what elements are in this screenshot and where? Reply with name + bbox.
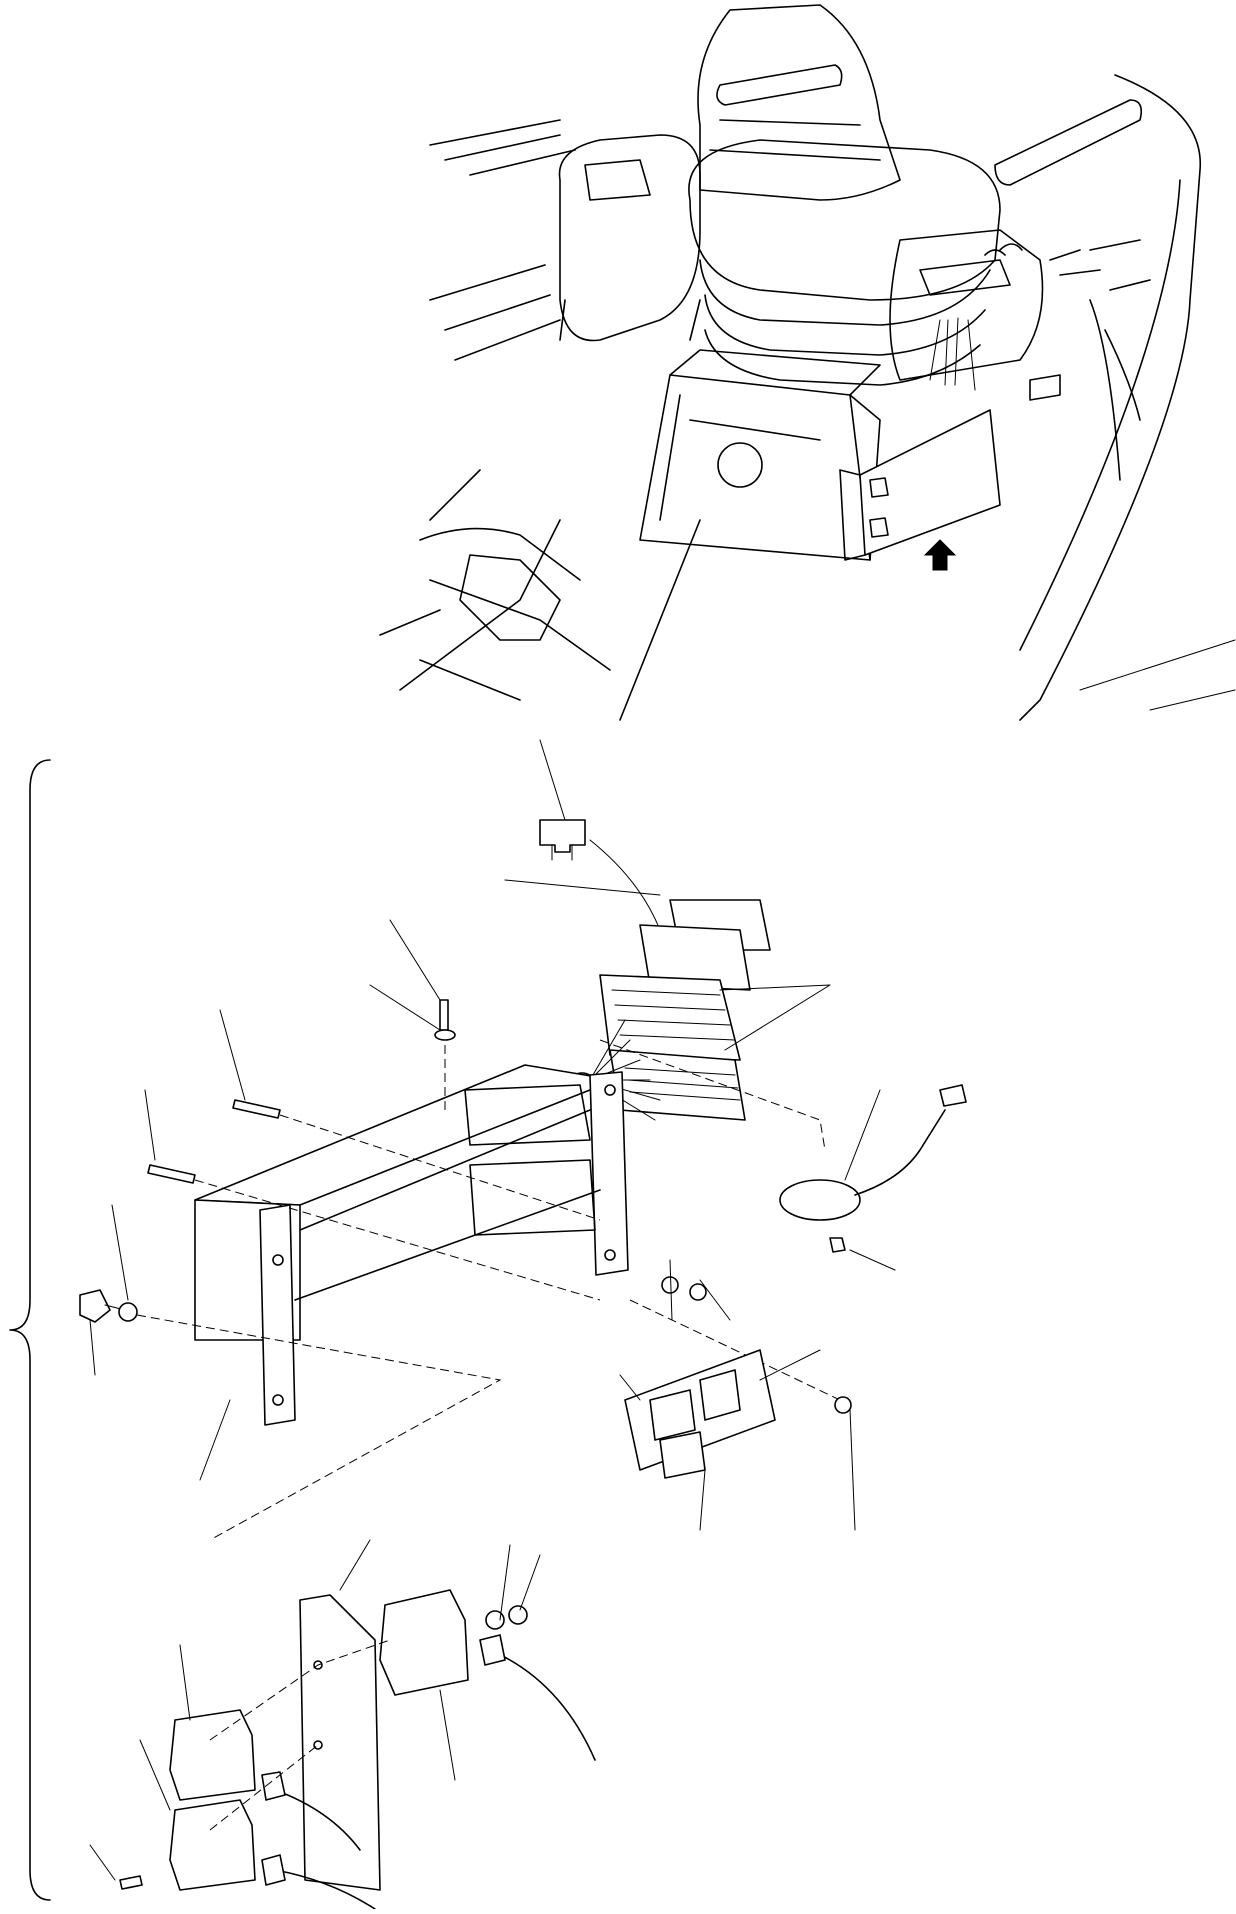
side-panel bbox=[889, 229, 1044, 381]
seat-cushion bbox=[688, 139, 1001, 301]
seat-back bbox=[697, 4, 901, 201]
fuse bbox=[539, 819, 586, 853]
washer-left bbox=[118, 1302, 138, 1322]
harness-lead-3 bbox=[274, 1869, 376, 1910]
hex-bolt bbox=[79, 1289, 111, 1323]
relay-block bbox=[624, 1276, 852, 1479]
controller-box-location bbox=[859, 409, 1001, 556]
screw-bottom bbox=[119, 1875, 143, 1890]
screw-middle bbox=[147, 1164, 196, 1184]
relay-unit-upper bbox=[379, 1589, 469, 1696]
seat-pedestal bbox=[639, 374, 871, 561]
lower-plate bbox=[299, 1594, 381, 1891]
group-brace bbox=[9, 759, 51, 1901]
screw-top bbox=[439, 999, 449, 1031]
controller-bracket-exploded-view bbox=[9, 739, 967, 1910]
harness-lead-1 bbox=[489, 1649, 596, 1761]
relay-unit-left-top bbox=[169, 1709, 256, 1801]
screw-upper bbox=[232, 1099, 281, 1119]
nut-1 bbox=[485, 1610, 505, 1630]
buzzer bbox=[779, 1084, 967, 1253]
fuse-wire bbox=[589, 839, 661, 931]
washer-top bbox=[434, 1029, 456, 1041]
callout-leaders bbox=[89, 739, 896, 1881]
relay-unit-left-bottom bbox=[169, 1799, 256, 1891]
cab-floor-outline bbox=[399, 119, 701, 721]
up-arrow-icon bbox=[923, 539, 957, 571]
armrest-left bbox=[716, 64, 843, 106]
left-console bbox=[558, 134, 701, 342]
nut-2 bbox=[508, 1605, 528, 1625]
seat-location-view bbox=[379, 4, 1236, 721]
harness-lead-2 bbox=[274, 1789, 361, 1851]
right-side-frame bbox=[1019, 74, 1202, 721]
armrest-right bbox=[994, 99, 1143, 186]
floor-mat bbox=[379, 527, 611, 701]
mounting-bracket bbox=[194, 1064, 629, 1426]
